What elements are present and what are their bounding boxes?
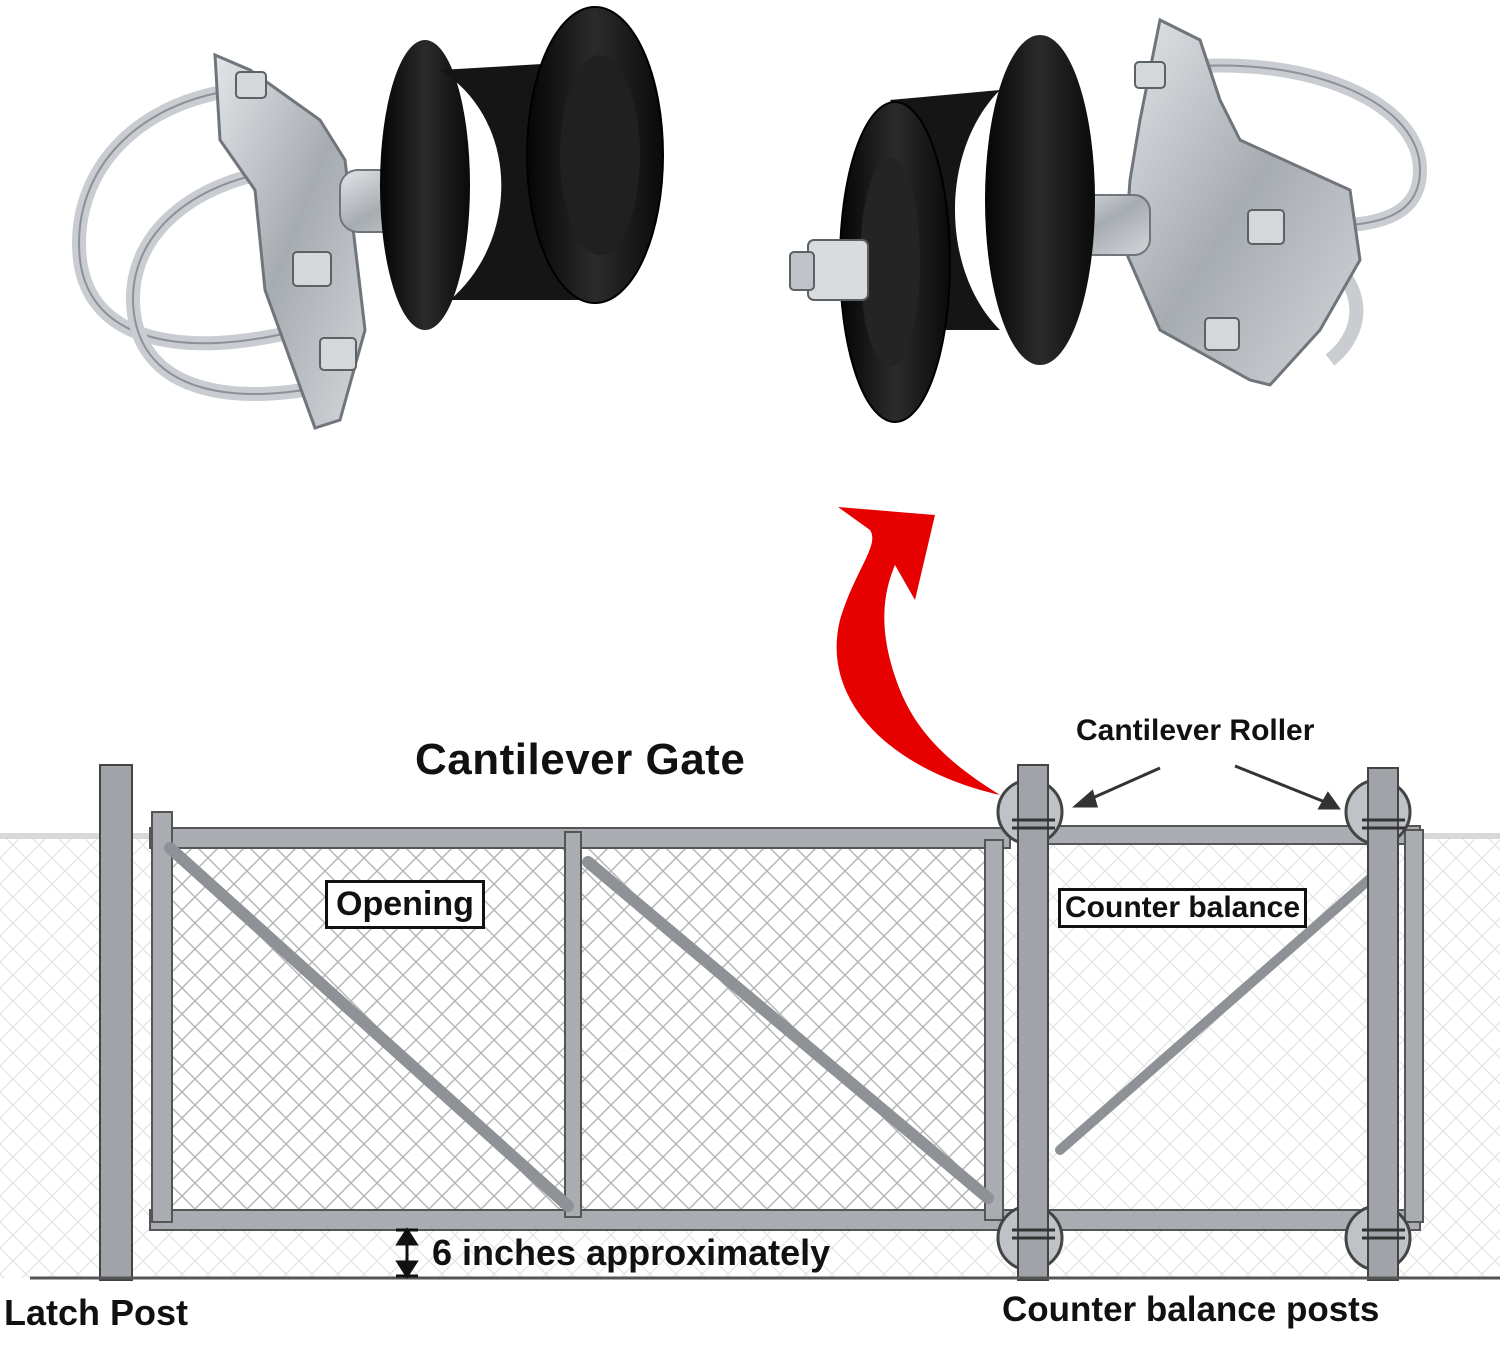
latch-post [99,764,133,1281]
counter-post-right [1367,767,1399,1281]
counter-balance-frame [1044,825,1424,1223]
roller-photo-right [789,17,1428,423]
roller-photo-left [72,6,664,430]
red-arrow [836,507,1000,795]
diagram-title: Cantilever Gate [415,735,746,784]
latch-post-label: Latch Post [4,1292,189,1333]
clearance-arrow [395,1227,419,1279]
posts [99,764,1399,1281]
counter-brace [1055,865,1385,1155]
counter-balance-posts-label: Counter balance posts [1002,1290,1380,1329]
counter-post-left [1017,764,1049,1281]
opening-label: Opening [325,880,485,929]
clearance-label: 6 inches approximately [432,1232,831,1273]
gate-frame [149,811,1421,1231]
gate-braces [164,842,994,1212]
roller-leader-arrows [1072,764,1341,810]
cantilever-roller-label: Cantilever Roller [1076,714,1315,747]
counter-balance-label: Counter balance [1058,888,1308,928]
